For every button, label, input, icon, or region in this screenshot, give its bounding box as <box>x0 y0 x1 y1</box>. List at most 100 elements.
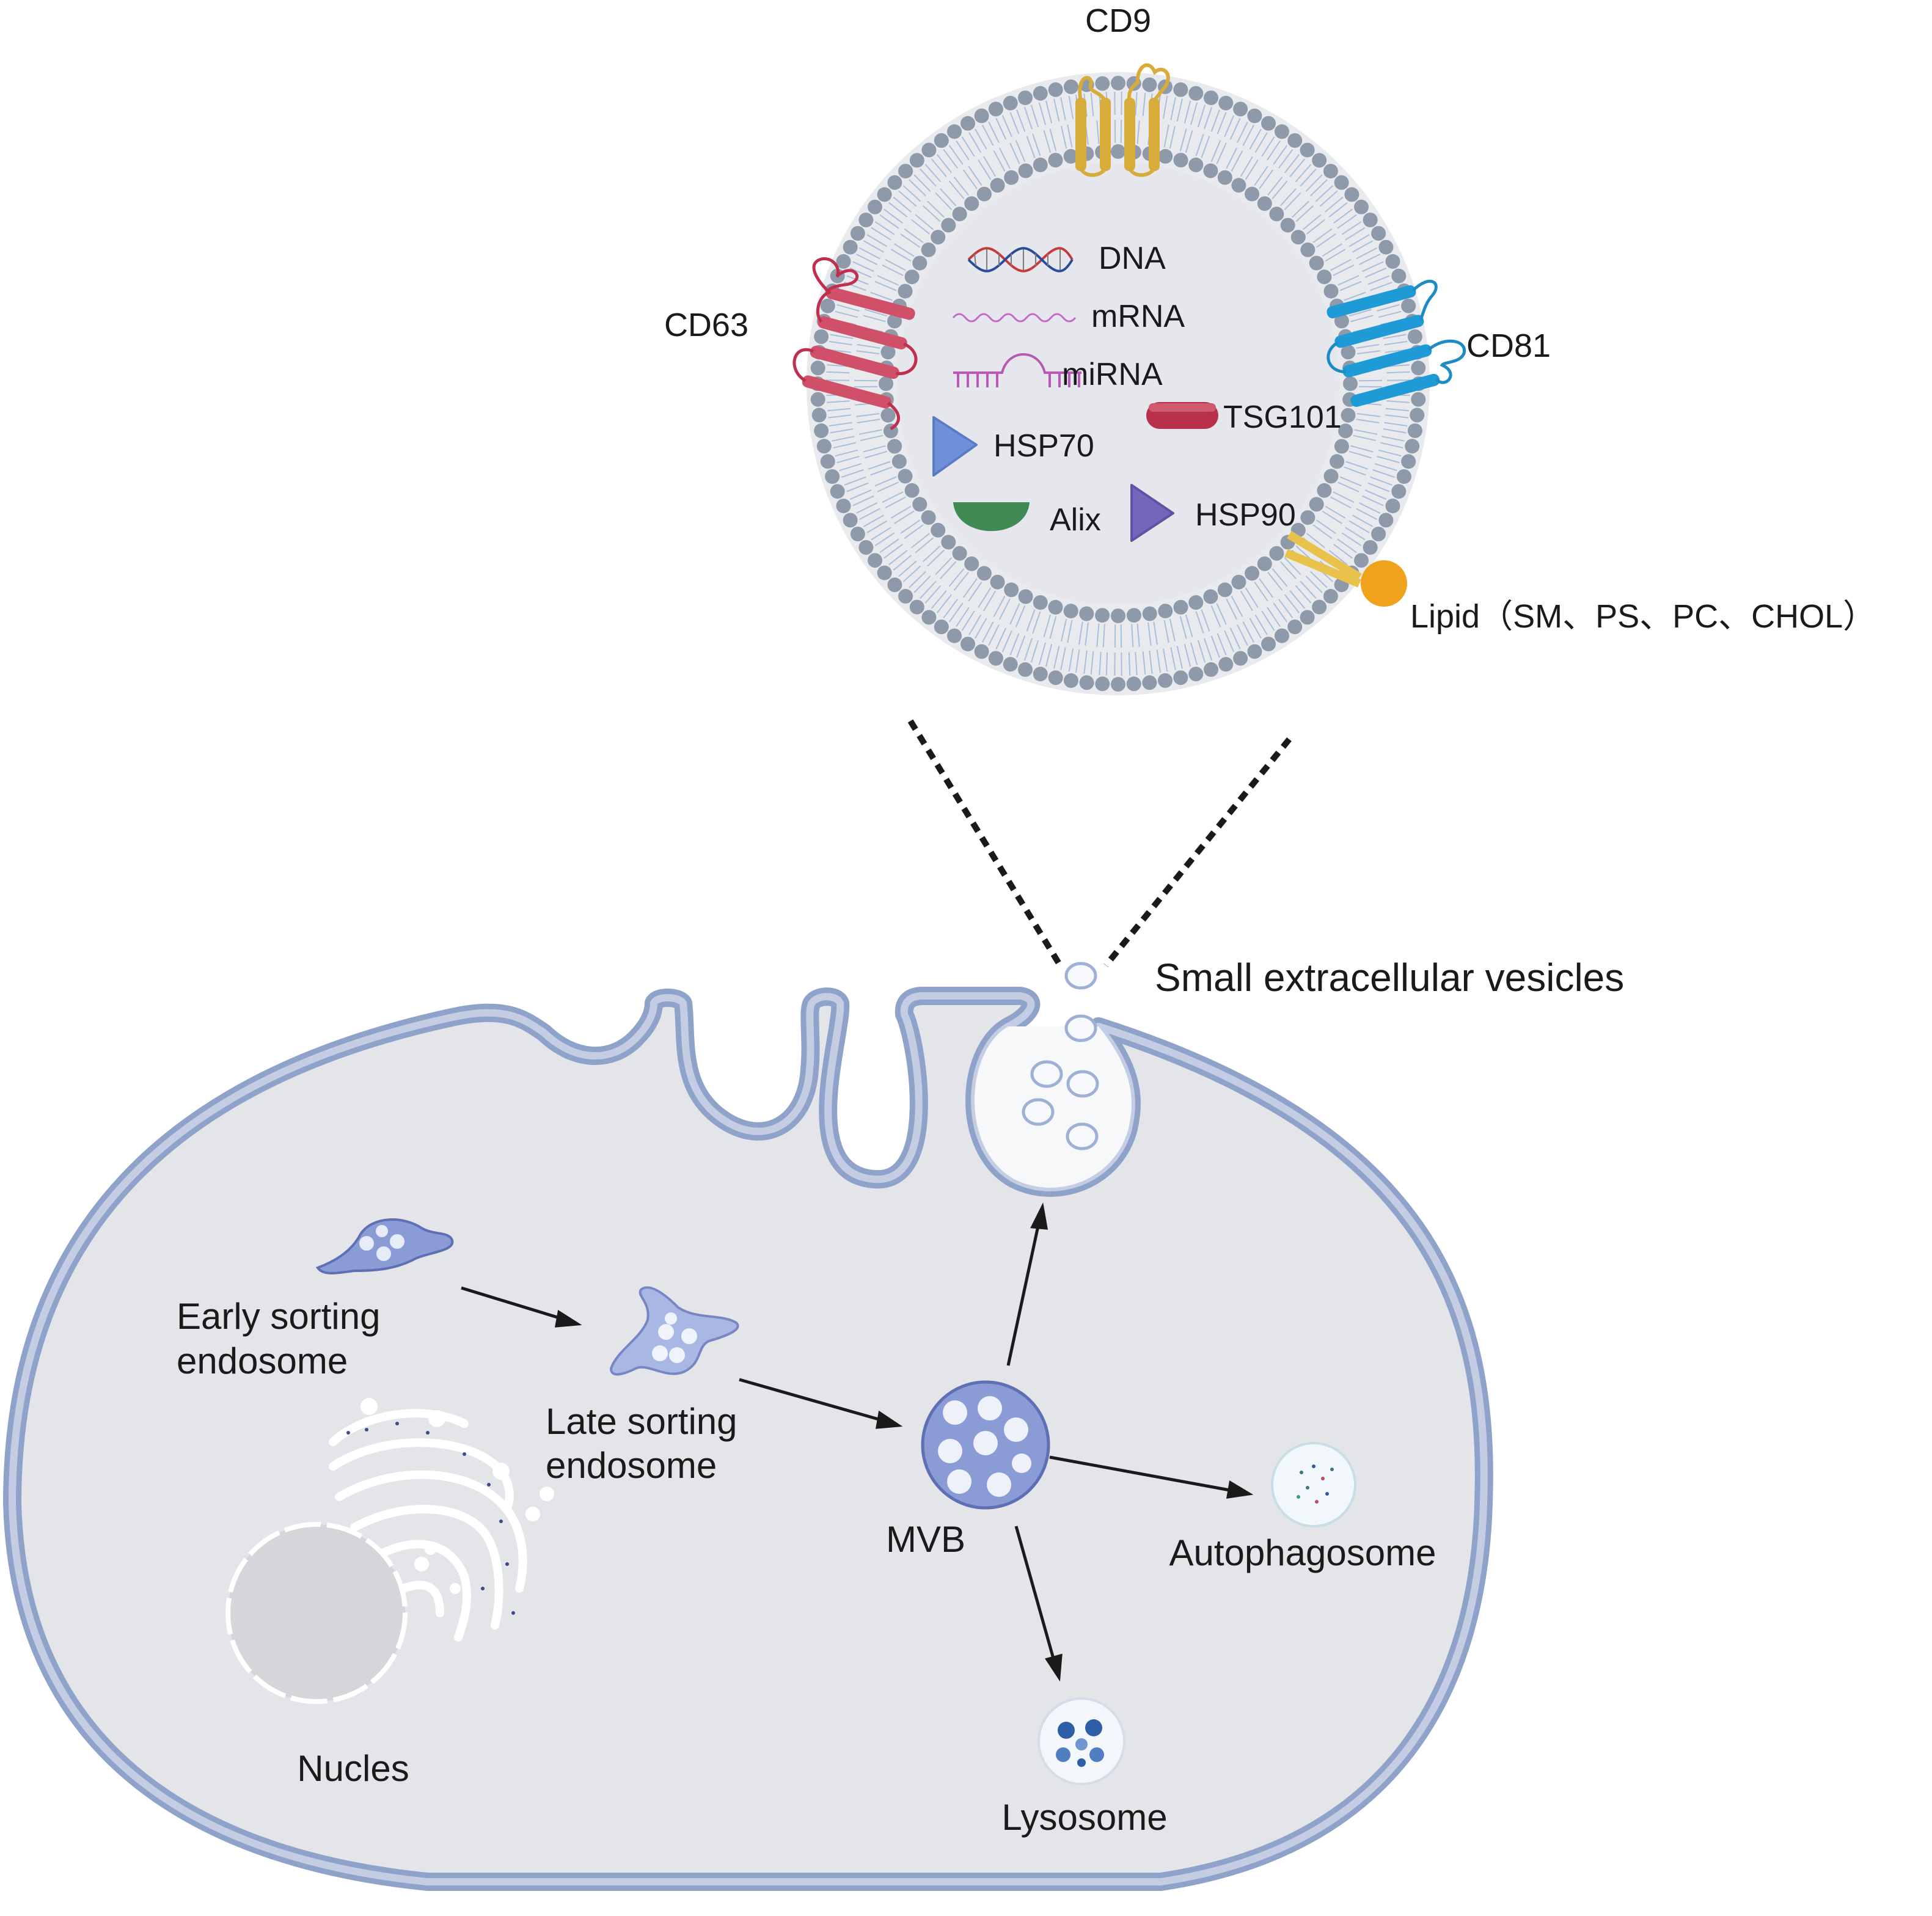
lipid-head <box>851 226 865 241</box>
lipid-head <box>1408 423 1422 438</box>
lipid-head <box>1330 454 1344 469</box>
lipid-head <box>961 116 975 131</box>
lipid-head <box>990 178 1005 192</box>
lipid-head <box>1401 454 1416 469</box>
lipid-head <box>941 218 956 233</box>
lipid-head <box>836 499 851 513</box>
lipid-head <box>811 392 825 407</box>
lipid-head <box>953 207 967 221</box>
early-endosome-label-line2: endosome <box>177 1340 348 1381</box>
lipid-head <box>964 196 979 211</box>
lipid-head <box>1324 469 1339 483</box>
lipid-head <box>931 523 945 538</box>
lipid-head <box>1408 329 1422 344</box>
lipid-head <box>953 546 967 561</box>
lipid-head <box>1095 76 1110 91</box>
lipid-head <box>1174 600 1188 615</box>
lipid-head <box>843 513 858 527</box>
lipid-head <box>868 200 882 214</box>
lipid-head <box>1386 499 1400 513</box>
lipid-head <box>1371 226 1386 241</box>
lipid-head <box>1004 170 1019 185</box>
lipid-label: Lipid（SM、PS、PC、CHOL） <box>1410 598 1876 635</box>
lipid-head <box>1261 116 1276 131</box>
lipid-head <box>934 133 949 148</box>
sev-label: Small extracellular vesicles <box>1155 956 1624 1000</box>
lipid-head <box>887 577 902 592</box>
lipid-head <box>1143 607 1157 621</box>
lipid-head <box>989 102 1003 117</box>
alix-label: Alix <box>1050 502 1101 538</box>
late-endosome-label-line1: Late sorting <box>546 1401 737 1442</box>
lipid-head <box>814 329 829 344</box>
lipid-head <box>1245 566 1259 580</box>
lipid-tail <box>1115 120 1116 143</box>
lipid-head <box>1033 667 1048 681</box>
lipid-head <box>1317 483 1331 498</box>
lipid-head <box>1033 158 1048 172</box>
lipid-head <box>811 360 825 375</box>
lipid-head <box>1111 609 1125 623</box>
lipid-head <box>1204 662 1218 677</box>
lipid-head <box>817 439 832 453</box>
lipid-head <box>1245 187 1259 202</box>
lipid-head <box>1233 651 1248 666</box>
lipid-head <box>977 566 992 580</box>
lipid-head <box>1111 76 1125 90</box>
lipid-head <box>1173 82 1188 97</box>
autophagosome-label: Autophagosome <box>1169 1532 1436 1573</box>
lipid-head <box>1231 575 1246 590</box>
lipid-head <box>1269 207 1284 221</box>
lipid-head <box>1287 133 1302 148</box>
lipid-head <box>1111 144 1125 159</box>
lipid-head <box>1309 497 1324 511</box>
lipid-head <box>1411 392 1425 407</box>
lipid-head <box>1158 604 1173 618</box>
lipid-head <box>1343 376 1358 391</box>
lipid-head <box>1218 582 1232 597</box>
lipid-head <box>812 408 827 422</box>
lipid-head <box>1064 604 1078 618</box>
lipid-head <box>975 109 989 123</box>
lipid-head <box>1291 230 1306 244</box>
lipid-head <box>1218 657 1233 671</box>
lipid-head <box>1111 677 1125 692</box>
lipid-head <box>1257 557 1272 571</box>
lipid-head <box>1003 657 1018 671</box>
lipid-head <box>1378 513 1393 527</box>
zoom-line-left <box>910 721 1060 965</box>
lipid-head <box>1188 595 1203 610</box>
lipid-head <box>858 213 873 227</box>
lipid-head <box>1341 408 1356 423</box>
lipid-head <box>1158 673 1173 688</box>
lipid-head <box>1287 620 1302 634</box>
lysosome <box>1039 1698 1124 1784</box>
lipid-head <box>1079 607 1094 621</box>
lipid-head <box>1142 675 1157 690</box>
lipid-head <box>877 566 892 580</box>
lipid-head <box>1312 600 1326 615</box>
lipid-head <box>1218 96 1233 111</box>
lipid-head <box>1261 637 1276 651</box>
lipid-head <box>1323 164 1338 178</box>
lipid-head <box>1386 254 1400 269</box>
lipid-head <box>964 557 979 571</box>
hsp70-label: HSP70 <box>993 428 1094 464</box>
lipid-head <box>1019 164 1033 178</box>
lipid-head <box>898 469 913 483</box>
tsg101-label: TSG101 <box>1223 400 1342 435</box>
cd63-label: CD63 <box>664 307 748 343</box>
lipid-head <box>1048 153 1063 167</box>
mirna-label: miRNA <box>1062 357 1163 392</box>
lipid-head <box>921 143 936 158</box>
lipid-head <box>905 483 920 498</box>
lipid-head <box>1300 143 1315 158</box>
lipid-head <box>1247 644 1262 659</box>
lipid-head <box>887 439 902 454</box>
lipid-head <box>1127 608 1141 623</box>
lipid-head <box>1378 240 1393 255</box>
lipid-head <box>821 454 835 469</box>
lipid-head <box>921 510 936 525</box>
lipid-head <box>1344 187 1359 202</box>
